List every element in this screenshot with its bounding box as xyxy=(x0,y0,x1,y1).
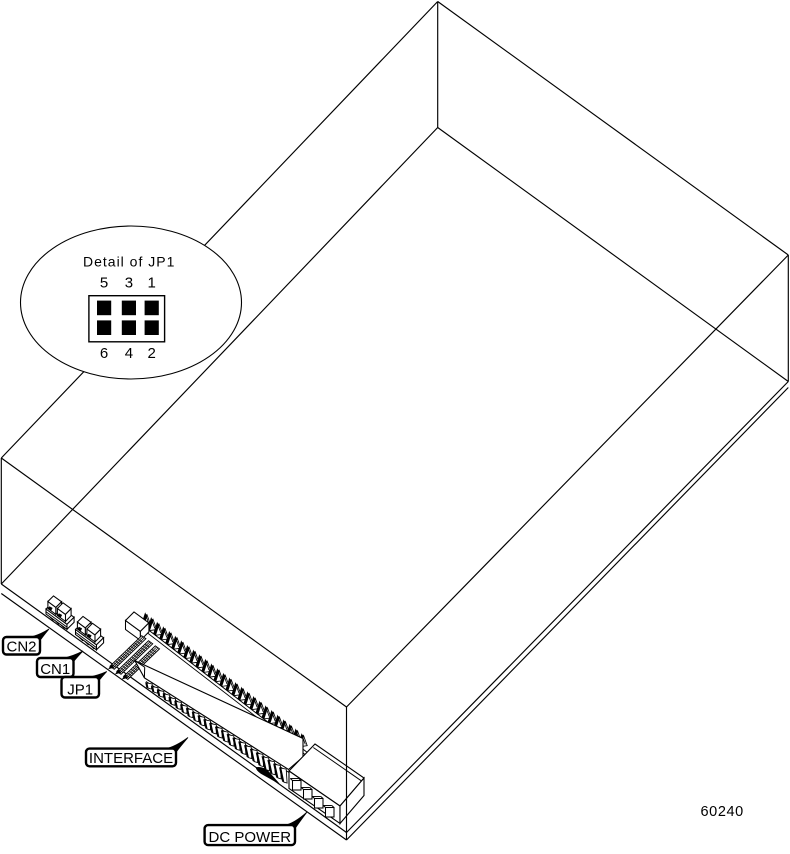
svg-text:JP1: JP1 xyxy=(67,681,93,698)
svg-text:5: 5 xyxy=(100,275,108,292)
svg-text:CN2: CN2 xyxy=(6,638,36,655)
svg-text:60240: 60240 xyxy=(701,804,744,820)
svg-text:Detail of JP1: Detail of JP1 xyxy=(83,254,175,270)
svg-text:CN1: CN1 xyxy=(40,661,70,678)
svg-text:6: 6 xyxy=(100,345,108,362)
svg-text:3: 3 xyxy=(125,275,133,292)
svg-text:4: 4 xyxy=(125,345,133,362)
svg-text:1: 1 xyxy=(148,275,156,292)
svg-text:DC POWER: DC POWER xyxy=(209,829,292,846)
svg-text:2: 2 xyxy=(148,345,156,362)
svg-text:INTERFACE: INTERFACE xyxy=(89,750,173,767)
